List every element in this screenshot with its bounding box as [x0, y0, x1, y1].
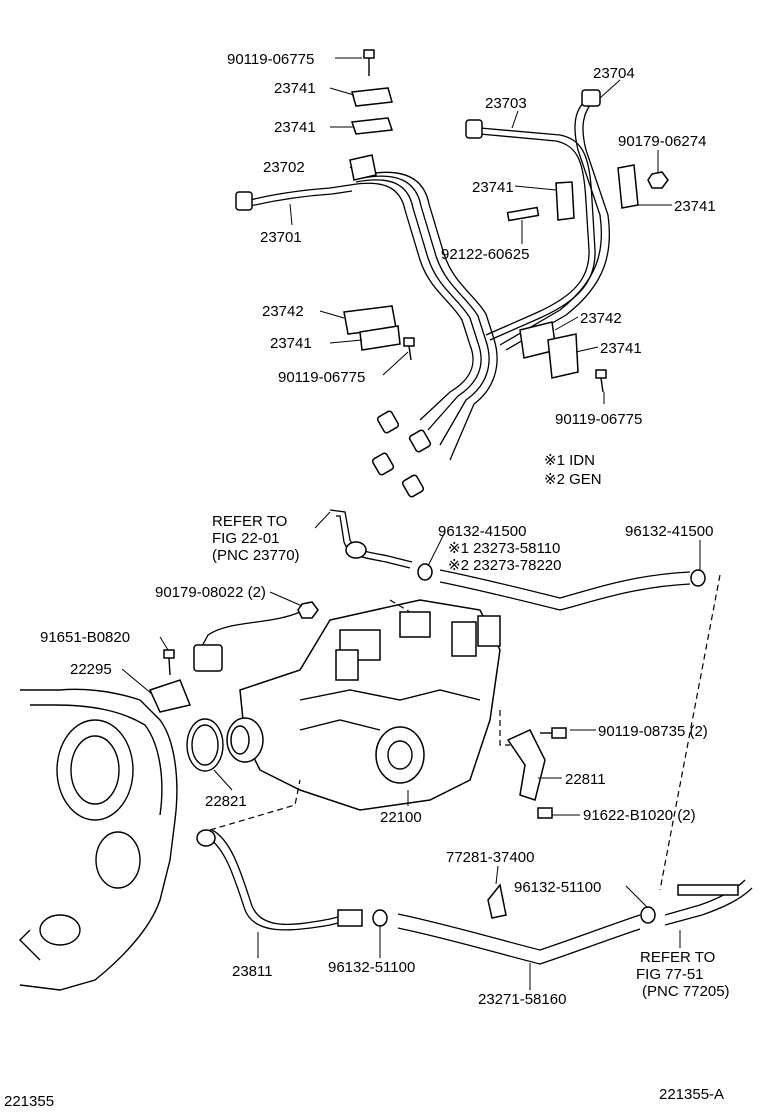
callout: 23271-58160: [478, 991, 566, 1008]
callout: 23741: [472, 179, 514, 196]
callout: 96132-51100: [328, 959, 415, 976]
callout: 23742: [262, 303, 304, 320]
callout: ※1 IDN: [544, 452, 595, 469]
callout: 23741: [600, 340, 642, 357]
callout: 22821: [205, 793, 247, 810]
callout: 90119-08735 (2): [598, 723, 708, 740]
callout: 77281-37400: [446, 849, 534, 866]
callout: 23742: [580, 310, 622, 327]
callout: 91651-B0820: [40, 629, 130, 646]
callout: FIG 22-01: [212, 530, 280, 547]
dashed-reference-lines: [209, 574, 721, 891]
leader-lines-upper: [289, 57, 672, 404]
callout: 96132-51100: [514, 879, 601, 896]
injection-pipe-assembly: [235, 49, 669, 498]
callout: 90119-06775: [555, 411, 642, 428]
callout: ※2 23273-78220: [448, 557, 562, 574]
callout: 23703: [485, 95, 527, 112]
figure-code-right: 221355-A: [659, 1086, 724, 1103]
callout: (PNC 23770): [212, 547, 300, 564]
callout: 22100: [380, 809, 422, 826]
callout: 23741: [674, 198, 716, 215]
callout: 23811: [232, 963, 273, 980]
callout: REFER TO: [212, 513, 287, 530]
callout: 90179-08022 (2): [155, 584, 266, 601]
callout: ※1 23273-58110: [448, 540, 560, 557]
callout: 23704: [593, 65, 635, 82]
callout: 92122-60625: [441, 246, 529, 263]
callout: 23741: [270, 335, 312, 352]
callout: FIG 77-51: [636, 966, 704, 983]
callout: 90179-06274: [618, 133, 706, 150]
callout: 90119-06775: [227, 51, 314, 68]
callout: 23702: [263, 159, 305, 176]
leader-lines-lower: [121, 511, 701, 990]
callout: 23741: [274, 80, 316, 97]
callout: ※2 GEN: [544, 471, 602, 488]
callout: REFER TO: [640, 949, 715, 966]
callout: 96132-41500: [625, 523, 713, 540]
callout: 22295: [70, 661, 112, 678]
figure-code-left: 221355: [4, 1093, 54, 1110]
callout: 22811: [565, 771, 606, 788]
callout-labels: 90119-06775 23741 23741 23702 23701 2370…: [40, 51, 730, 1008]
callout: 91622-B1020 (2): [583, 807, 696, 824]
callout: 23701: [260, 229, 302, 246]
callout: (PNC 77205): [642, 983, 730, 1000]
injection-pump-assembly: [19, 509, 753, 991]
callout: 90119-06775: [278, 369, 365, 386]
callout: 23741: [274, 119, 316, 136]
callout: 96132-41500: [438, 523, 526, 540]
